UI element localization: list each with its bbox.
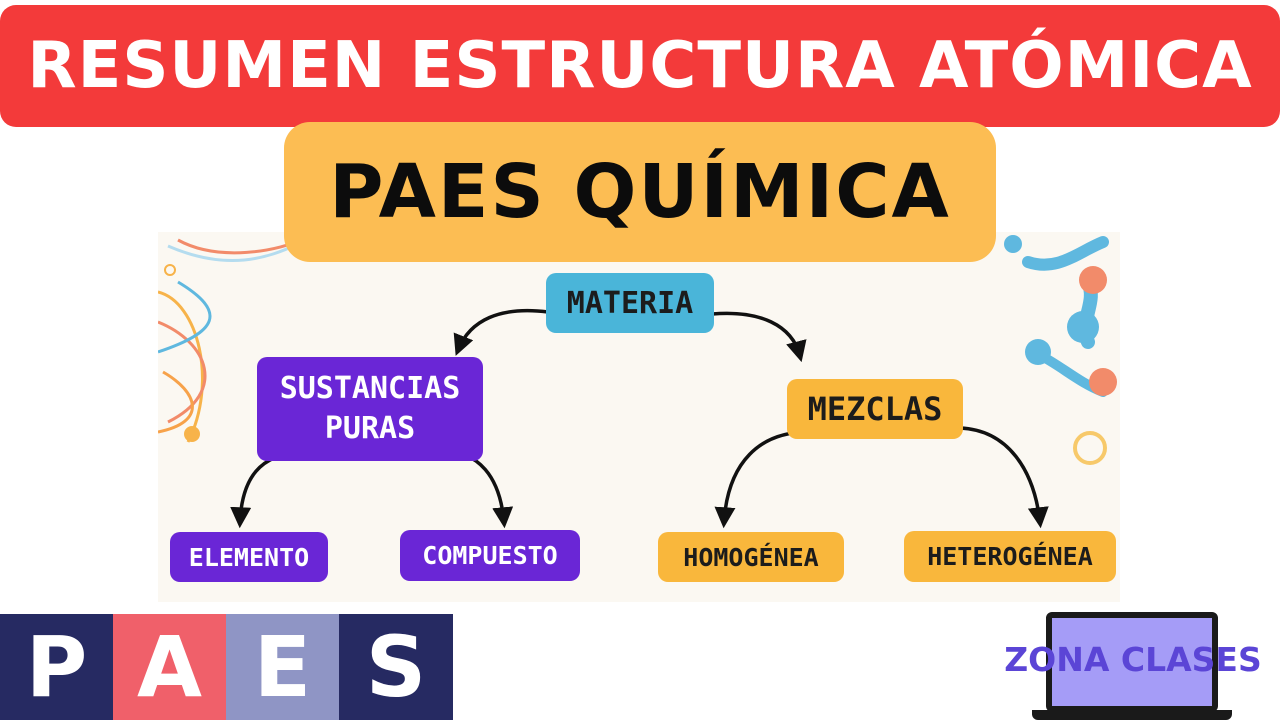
subtitle-pill: PAES QUÍMICA bbox=[284, 122, 996, 262]
main-title: RESUMEN ESTRUCTURA ATÓMICA bbox=[27, 29, 1253, 103]
laptop-base-icon bbox=[1032, 710, 1232, 720]
zona-clases-text: ZONA CLASES bbox=[1004, 640, 1262, 679]
node-heterogenea-label: HETEROGÉNEA bbox=[927, 542, 1093, 571]
paes-letter-p: P bbox=[0, 614, 113, 720]
node-compuesto: COMPUESTO bbox=[400, 530, 580, 581]
node-sustancias-puras: SUSTANCIAS PURAS bbox=[257, 357, 483, 461]
subtitle: PAES QUÍMICA bbox=[329, 149, 951, 235]
node-elemento: ELEMENTO bbox=[170, 532, 328, 582]
paes-letter-e: E bbox=[226, 614, 339, 720]
node-materia-label: MATERIA bbox=[566, 285, 694, 321]
node-materia: MATERIA bbox=[546, 273, 714, 333]
node-sustancias-line1: SUSTANCIAS bbox=[279, 371, 461, 406]
zona-clases-logo: ZONA CLASES bbox=[986, 610, 1280, 720]
node-homogenea: HOMOGÉNEA bbox=[658, 532, 844, 582]
node-sustancias-line2: PURAS bbox=[324, 411, 416, 446]
paes-letter-s: S bbox=[339, 614, 453, 720]
node-heterogenea: HETEROGÉNEA bbox=[904, 531, 1116, 582]
decorative-orbits-illustration bbox=[158, 235, 1117, 465]
paes-logo: P A E S bbox=[0, 614, 453, 720]
node-mezclas-label: MEZCLAS bbox=[807, 390, 943, 428]
paes-letter-a: A bbox=[113, 614, 226, 720]
title-banner: RESUMEN ESTRUCTURA ATÓMICA bbox=[0, 5, 1280, 127]
node-mezclas: MEZCLAS bbox=[787, 379, 963, 439]
node-compuesto-label: COMPUESTO bbox=[422, 541, 558, 570]
laptop-icon bbox=[1046, 612, 1218, 712]
node-elemento-label: ELEMENTO bbox=[188, 542, 310, 572]
node-homogenea-label: HOMOGÉNEA bbox=[683, 542, 819, 572]
